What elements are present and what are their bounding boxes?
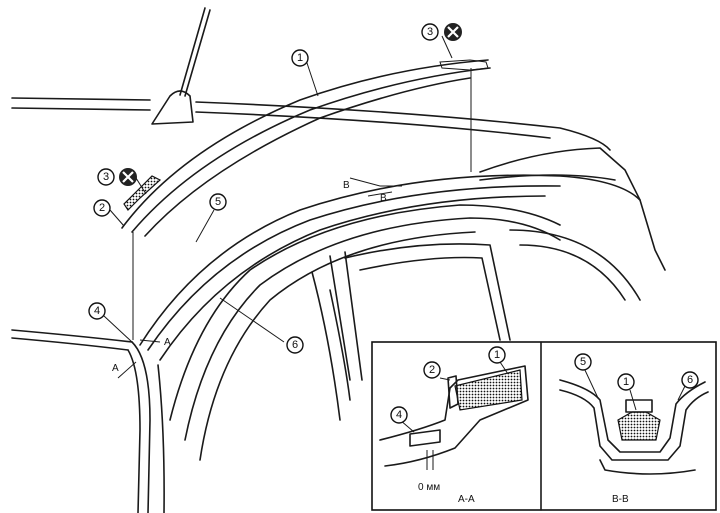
inset-section-bb: 5 1 6 B-B <box>559 353 709 505</box>
inset-bb-callout-6: 6 <box>681 371 699 389</box>
roof-rail <box>121 59 491 237</box>
inset-aa-callout-2: 2 <box>423 361 441 379</box>
callout-5: 5 <box>209 193 227 211</box>
section-mark-b: B <box>380 193 387 204</box>
svg-text:3: 3 <box>427 26 433 38</box>
inset-aa-caption: A-A <box>458 494 475 505</box>
callout-1: 1 <box>291 49 309 67</box>
antenna <box>151 7 211 125</box>
body-side <box>139 174 641 461</box>
inset-aa-callout-4: 4 <box>390 406 408 424</box>
inset-section-aa: 2 1 4 0 мм A-A <box>379 346 529 505</box>
svg-text:5: 5 <box>580 356 586 368</box>
svg-text:4: 4 <box>396 409 402 421</box>
inset-aa-callout-1: 1 <box>488 346 506 364</box>
callout-3-top: 3 <box>421 23 439 41</box>
svg-text:6: 6 <box>292 339 298 351</box>
inset-bb-callout-1: 1 <box>617 373 635 391</box>
svg-text:5: 5 <box>215 196 221 208</box>
remove-mark-icon <box>444 23 462 41</box>
svg-text:2: 2 <box>429 364 435 376</box>
svg-text:4: 4 <box>94 305 100 317</box>
callout-4: 4 <box>88 302 106 320</box>
front-pillar <box>11 329 165 513</box>
leader-lines <box>103 35 453 379</box>
svg-text:6: 6 <box>687 374 693 386</box>
svg-text:1: 1 <box>494 349 500 361</box>
inset-bb-callout-5: 5 <box>574 353 592 371</box>
gap-dimension-label: 0 мм <box>418 482 440 493</box>
section-mark-a: A <box>112 363 119 374</box>
section-mark-a: A <box>164 337 171 348</box>
remove-mark-icon <box>119 168 137 186</box>
callout-3-front: 3 <box>97 168 115 186</box>
svg-text:1: 1 <box>623 376 629 388</box>
section-mark-b: B <box>343 180 350 191</box>
callout-2: 2 <box>93 199 111 217</box>
callout-6: 6 <box>286 336 304 354</box>
svg-text:3: 3 <box>103 171 109 183</box>
inset-bb-caption: B-B <box>612 494 629 505</box>
svg-text:2: 2 <box>99 202 105 214</box>
svg-text:1: 1 <box>297 52 303 64</box>
